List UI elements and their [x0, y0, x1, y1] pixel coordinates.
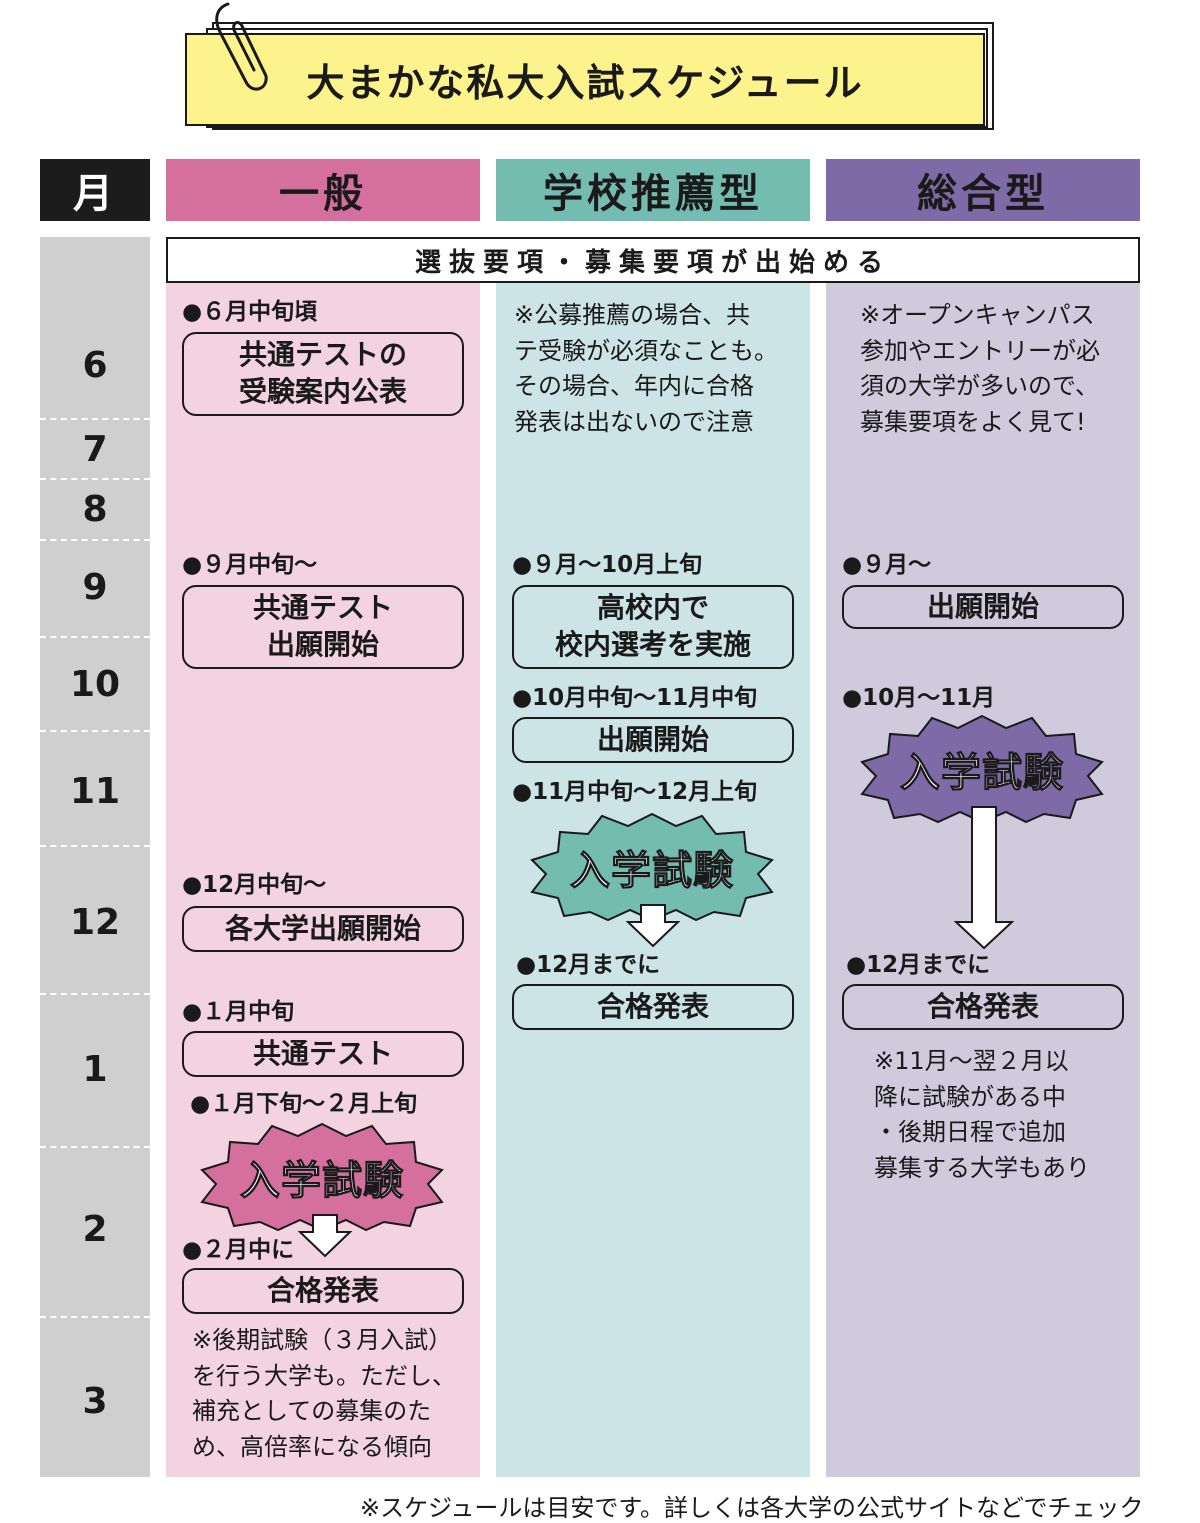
note-line: 補充としての募集のた	[192, 1397, 432, 1426]
ippan-label-june: ●６月中旬頃	[182, 299, 318, 325]
ippan-label-dec: ●12月中旬～	[182, 872, 327, 898]
month-label: 12	[69, 902, 121, 943]
box-line: 出願開始	[266, 628, 379, 661]
box-line: 受験案内公表	[238, 375, 407, 408]
ippan-box-guide: 共通テストの 受験案内公表	[182, 332, 464, 416]
note-line: 募集する大学もあり	[874, 1153, 1090, 1182]
ippan-label-exam: ●１月下旬～２月上旬	[190, 1091, 418, 1117]
box-line: 共通テスト	[252, 591, 393, 625]
month-label: 3	[82, 1381, 108, 1422]
month-divider	[40, 993, 150, 995]
sogo-label-oct: ●10月～11月	[842, 685, 996, 711]
month-label: 6	[82, 345, 108, 386]
header-ippan: 一般	[166, 159, 480, 221]
month-label: 1	[82, 1049, 108, 1090]
month-divider	[40, 478, 150, 480]
announcement-banner: 選抜要項・募集要項が出始める	[166, 237, 1140, 283]
month-label: 9	[82, 567, 108, 608]
month-label: 7	[82, 429, 108, 470]
month-divider	[40, 845, 150, 847]
month-divider	[40, 1146, 150, 1148]
down-arrow-icon	[626, 904, 680, 948]
ippan-box-common-test: 共通テスト	[182, 1031, 464, 1077]
month-column	[40, 237, 150, 1477]
month-label: 8	[82, 489, 108, 530]
suisen-box-result: 合格発表	[512, 984, 794, 1030]
note-line: テ受験が必須なことも。	[514, 336, 778, 365]
ippan-note: ※後期試験（３月入試） を行う大学も。ただし、 補充としての募集のた め、高倍率…	[192, 1323, 456, 1465]
ippan-exam-text: 入学試験	[240, 1158, 404, 1205]
footer-note: ※スケジュールは目安です。詳しくは各大学の公式サイトなどでチェック	[360, 1494, 1144, 1522]
note-line: を行う大学も。ただし、	[192, 1361, 456, 1390]
note-line: 参加やエントリーが必	[860, 336, 1100, 365]
note-line: 須の大学が多いので、	[860, 372, 1100, 401]
suisen-box-apply: 出願開始	[512, 717, 794, 763]
down-arrow-icon	[298, 1214, 352, 1258]
month-label: 2	[82, 1209, 108, 1250]
note-line: ※公募推薦の場合、共	[514, 301, 751, 329]
month-divider	[40, 418, 150, 420]
sogo-label-dec: ●12月までに	[846, 952, 991, 978]
month-label: 10	[69, 664, 121, 705]
suisen-label-sept: ●９月～10月上旬	[512, 552, 703, 578]
suisen-box-selection: 高校内で 校内選考を実施	[512, 585, 794, 669]
suisen-note: ※公募推薦の場合、共 テ受験が必須なことも。 その場合、年内に合格 発表は出ない…	[514, 298, 778, 440]
note-line: め、高倍率になる傾向	[192, 1432, 432, 1461]
header-suisen: 学校推薦型	[496, 159, 810, 221]
month-label: 11	[69, 771, 121, 812]
sogo-note-2: ※11月～翌２月以 降に試験がある中 ・後期日程で追加 募集する大学もあり	[874, 1044, 1090, 1186]
sogo-label-sept: ●９月～	[842, 552, 932, 578]
ippan-box-result: 合格発表	[182, 1268, 464, 1314]
suisen-label-oct: ●10月中旬～11月中旬	[512, 685, 758, 711]
down-arrow-icon	[954, 806, 1014, 950]
note-line: ※後期試験（３月入試）	[192, 1326, 453, 1354]
sogo-box-apply: 出願開始	[842, 585, 1124, 629]
page-title: 大まかな私大入試スケジュール	[185, 33, 985, 126]
note-line: 降に試験がある中	[874, 1082, 1066, 1111]
header-month: 月	[40, 159, 150, 221]
sogo-exam-text: 入学試験	[900, 750, 1064, 797]
note-line: 募集要項をよく見て!	[860, 407, 1086, 436]
month-divider	[40, 1316, 150, 1318]
suisen-label-dec: ●12月までに	[516, 952, 661, 978]
note-line: その場合、年内に合格	[514, 372, 754, 401]
suisen-exam-text: 入学試験	[570, 848, 734, 895]
note-line: ・後期日程で追加	[874, 1118, 1066, 1147]
month-divider	[40, 539, 150, 541]
ippan-label-sept: ●９月中旬～	[182, 552, 318, 578]
box-line: 校内選考を実施	[554, 628, 751, 661]
box-line: 高校内で	[596, 591, 709, 625]
ippan-box-univ-apply: 各大学出願開始	[182, 906, 464, 952]
note-line: ※オープンキャンパス	[860, 301, 1095, 329]
header-sogo: 総合型	[826, 159, 1140, 221]
note-line: 発表は出ないので注意	[514, 407, 754, 436]
note-line: ※11月～翌２月以	[874, 1047, 1069, 1075]
paperclip-icon	[215, 2, 268, 91]
sogo-note: ※オープンキャンパス 参加やエントリーが必 須の大学が多いので、 募集要項をよく…	[860, 298, 1100, 440]
suisen-label-nov: ●11月中旬～12月上旬	[512, 779, 758, 805]
sogo-box-result: 合格発表	[842, 984, 1124, 1030]
ippan-label-jan: ●１月中旬	[182, 999, 295, 1025]
month-divider	[40, 730, 150, 732]
month-divider	[40, 636, 150, 638]
ippan-box-apply: 共通テスト 出願開始	[182, 585, 464, 669]
box-line: 共通テストの	[238, 338, 407, 372]
ippan-column	[166, 237, 480, 1477]
ippan-label-feb: ●２月中に	[182, 1237, 295, 1263]
